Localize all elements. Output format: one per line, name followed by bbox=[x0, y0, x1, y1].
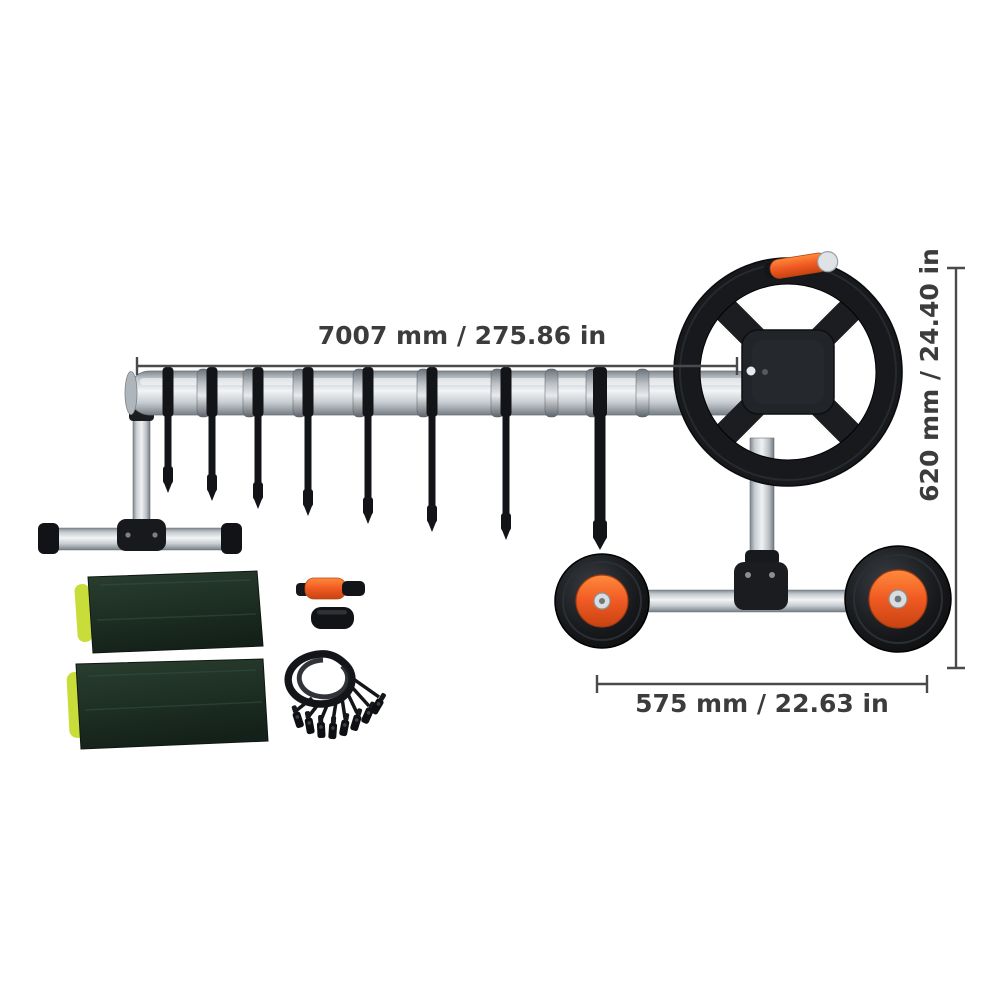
dimension-annotations: 7007 mm / 275.86 in 620 mm / 24.40 in 57… bbox=[135, 248, 965, 718]
length-dimension: 7007 mm / 275.86 in bbox=[135, 321, 739, 375]
bracket-bolt bbox=[745, 572, 751, 578]
bag-edge-trim bbox=[74, 584, 93, 643]
strap bbox=[362, 367, 374, 524]
crank-handle bbox=[763, 251, 839, 279]
strap bbox=[206, 367, 218, 501]
width-dimension: 575 mm / 22.63 in bbox=[595, 675, 929, 718]
bracket-bolt bbox=[152, 532, 158, 538]
rubber-grip bbox=[311, 607, 354, 629]
bag-1 bbox=[87, 570, 264, 654]
handle-knob bbox=[817, 251, 839, 273]
storage-bags bbox=[66, 570, 269, 750]
bracket-bolt bbox=[125, 532, 131, 538]
tube-left-cap bbox=[124, 371, 138, 415]
strap bbox=[162, 367, 174, 493]
tool-handle bbox=[296, 577, 365, 600]
bag-2 bbox=[75, 658, 269, 750]
width-dimension-label: 575 mm / 22.63 in bbox=[635, 689, 889, 718]
strap-wide bbox=[593, 367, 607, 550]
height-dimension: 620 mm / 24.40 in bbox=[915, 248, 965, 670]
stand-base-left-cap bbox=[38, 523, 59, 554]
strap bbox=[252, 367, 264, 509]
reel-tube bbox=[124, 368, 761, 418]
hub-bolt bbox=[746, 366, 756, 376]
stand-t-bracket bbox=[117, 519, 166, 551]
stand-base-right-cap bbox=[221, 523, 242, 554]
strap bbox=[500, 367, 512, 540]
axle-t-bracket bbox=[734, 562, 788, 610]
hand-wheel bbox=[673, 251, 903, 487]
cover-clips bbox=[291, 692, 386, 740]
cover-attachment-straps bbox=[162, 367, 607, 550]
height-dimension-label: 620 mm / 24.40 in bbox=[915, 248, 944, 502]
strap-clip-bundle bbox=[284, 650, 386, 740]
bracket-bolt bbox=[769, 572, 775, 578]
length-dimension-label: 7007 mm / 275.86 in bbox=[318, 321, 606, 350]
left-wheel bbox=[554, 553, 650, 649]
strap-loop bbox=[284, 650, 356, 708]
strap bbox=[426, 367, 438, 532]
left-end-stand bbox=[38, 408, 242, 554]
strap bbox=[302, 367, 314, 516]
right-wheel bbox=[844, 545, 952, 653]
hub-bolt bbox=[762, 369, 768, 375]
